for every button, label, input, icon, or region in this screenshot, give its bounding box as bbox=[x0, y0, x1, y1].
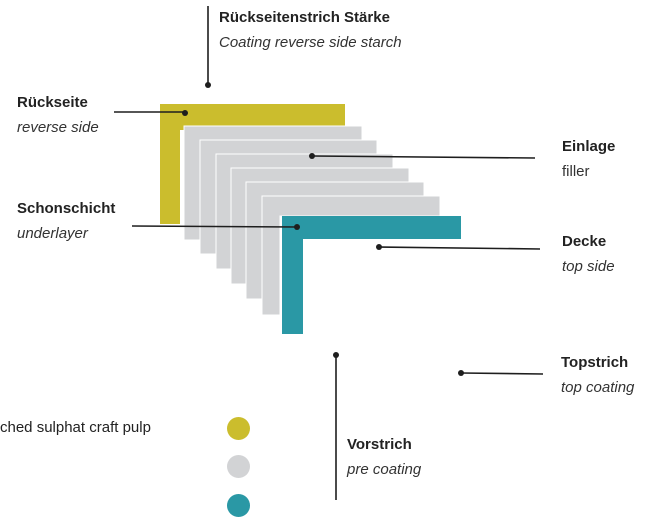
label-top-coating-de: Topstrich bbox=[561, 354, 629, 371]
leader-line-top-coating bbox=[460, 372, 544, 375]
leader-dot-top-side bbox=[376, 244, 382, 250]
leader-dot-reverse-coating bbox=[205, 82, 211, 88]
label-filler: Einlage filler bbox=[562, 139, 615, 179]
label-top-side: Decke top side bbox=[562, 234, 615, 274]
label-filler-de: Einlage bbox=[562, 138, 616, 155]
legend-item-label: ched sulphat craft pulp bbox=[0, 419, 151, 436]
top-side-layer bbox=[282, 216, 461, 334]
label-reverse-coating-en: Coating reverse side starch bbox=[219, 34, 402, 51]
label-top-side-de: Decke bbox=[562, 233, 607, 250]
label-pre-coating: Vorstrich pre coating bbox=[347, 437, 421, 477]
filler-layer bbox=[261, 195, 441, 316]
leader-line-top-side bbox=[378, 246, 541, 250]
label-underlayer: Schonschicht underlayer bbox=[17, 201, 115, 241]
leader-dot-pre-coating bbox=[333, 352, 339, 358]
label-reverse-coating: Rückseitenstrich Stärke Coating reverse … bbox=[219, 10, 402, 50]
label-top-coating: Topstrich top coating bbox=[561, 355, 634, 395]
legend-dot-yellow bbox=[227, 417, 250, 440]
label-underlayer-de: Schonschicht bbox=[17, 200, 116, 217]
leader-line-filler bbox=[311, 155, 536, 159]
leader-dot-top-coating bbox=[458, 370, 464, 376]
leader-dot-reverse-side bbox=[182, 110, 188, 116]
label-reverse-side-en: reverse side bbox=[17, 119, 99, 136]
label-underlayer-en: underlayer bbox=[17, 225, 88, 242]
label-reverse-side-de: Rückseite bbox=[17, 94, 88, 111]
label-top-side-en: top side bbox=[562, 258, 615, 275]
legend-dot-grey bbox=[227, 455, 250, 478]
label-reverse-coating-de: Rückseitenstrich Stärke bbox=[219, 9, 390, 26]
label-reverse-side: Rückseite reverse side bbox=[17, 95, 99, 135]
label-pre-coating-de: Vorstrich bbox=[347, 436, 412, 453]
leader-dot-underlayer bbox=[294, 224, 300, 230]
label-filler-en: filler bbox=[562, 163, 590, 180]
leader-dot-filler bbox=[309, 153, 315, 159]
label-top-coating-en: top coating bbox=[561, 379, 635, 396]
legend-dot-teal bbox=[227, 494, 250, 517]
leader-line-underlayer bbox=[131, 225, 298, 228]
label-pre-coating-en: pre coating bbox=[347, 461, 422, 478]
